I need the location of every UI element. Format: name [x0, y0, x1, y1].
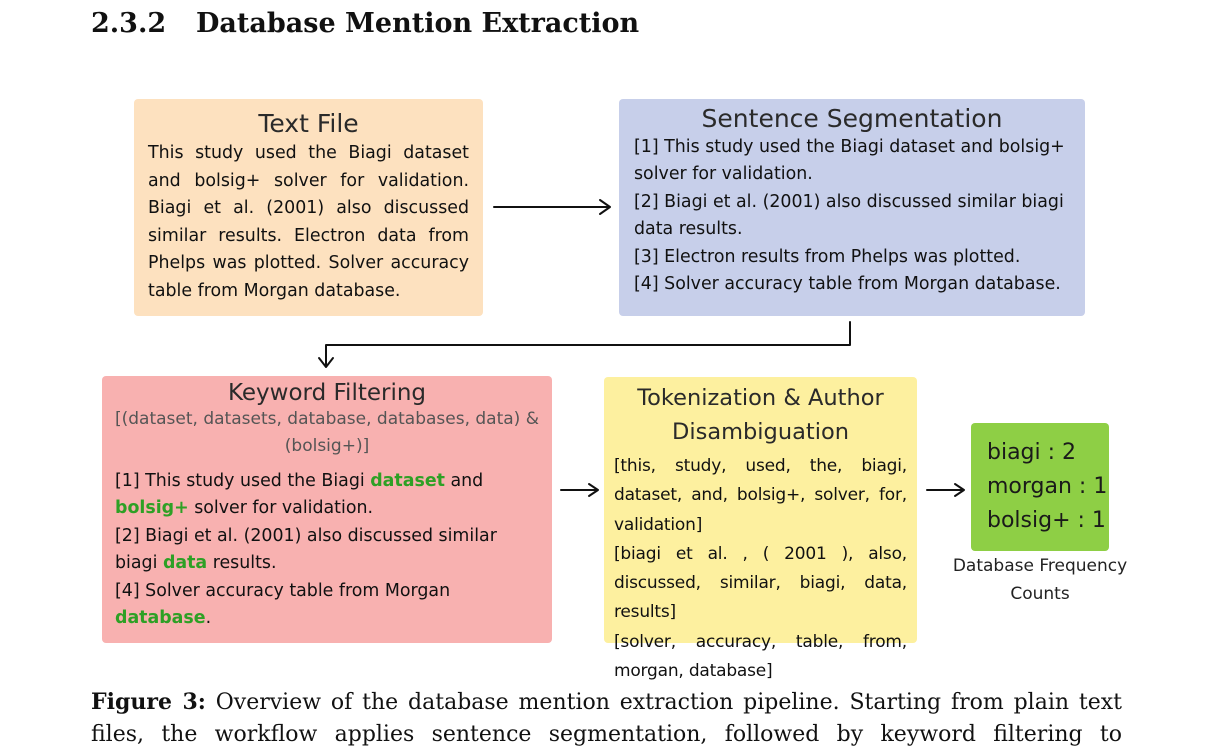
filtered-sentence: [4] Solver accuracy table from Morgan da…	[115, 580, 451, 629]
text-file-body: This study used the Biagi dataset and bo…	[148, 143, 469, 301]
count-biagi: biagi : 2	[987, 440, 1077, 465]
arrow-keyword-to-tokenization-icon	[560, 483, 599, 497]
arrow-textfile-to-segmentation-icon	[493, 199, 611, 215]
figure-caption: Figure 3: Overview of the database menti…	[91, 686, 1122, 751]
section-heading: 2.3.2 Database Mention Extraction	[91, 8, 639, 39]
segmented-sentence: [4] Solver accuracy table from Morgan da…	[634, 274, 1061, 295]
figure-caption-text: Overview of the database mention extract…	[91, 690, 1122, 747]
keyword-highlight: database	[115, 608, 206, 629]
token-list: [this, study, used, the, biagi, dataset,…	[614, 456, 907, 535]
section-title: Database Mention Extraction	[196, 8, 640, 39]
text-file-box: Text File This study used the Biagi data…	[134, 99, 483, 316]
arrow-tokenization-to-counts-icon	[926, 483, 965, 497]
segmented-sentence: [3] Electron results from Phelps was plo…	[634, 246, 1021, 267]
segmentation-title: Sentence Segmentation	[701, 104, 1003, 133]
text-file-title: Text File	[258, 109, 359, 138]
keyword-highlight: dataset	[370, 471, 445, 491]
token-list: [biagi et al. , ( 2001 ), also, discusse…	[614, 543, 907, 623]
segmented-sentence: [1] This study used the Biagi dataset an…	[634, 137, 1065, 185]
figure-label: Figure 3:	[91, 689, 206, 715]
filtered-sentence: [1] This study used the Biagi dataset an…	[115, 471, 484, 519]
arrow-segmentation-to-keyword-icon	[318, 321, 851, 368]
segmented-sentence: [2] Biagi et al. (2001) also discussed s…	[634, 191, 1064, 240]
filtered-sentence: [2] Biagi et al. (2001) also discussed s…	[115, 525, 497, 574]
tokenization-title: Tokenization & Author Disambiguation	[637, 385, 884, 445]
keyword-highlight: bolsig+	[115, 498, 189, 519]
token-list: [solver, accuracy, table, from, morgan, …	[614, 631, 907, 682]
keyword-list: [(dataset, datasets, database, databases…	[115, 409, 539, 456]
sentence-segmentation-box: Sentence Segmentation [1] This study use…	[619, 99, 1085, 316]
counts-caption: Database Frequency Counts	[952, 556, 1128, 604]
section-number: 2.3.2	[91, 8, 167, 39]
frequency-counts-box: biagi : 2 morgan : 1 bolsig+ : 1	[971, 423, 1109, 551]
keyword-highlight: data	[162, 553, 208, 574]
tokenization-box: Tokenization & Author Disambiguation [th…	[604, 377, 917, 681]
count-bolsig: bolsig+ : 1	[987, 508, 1106, 533]
keyword-filtering-box: Keyword Filtering [(dataset, datasets, d…	[102, 376, 552, 643]
keyword-filtering-title: Keyword Filtering	[227, 380, 427, 406]
count-morgan: morgan : 1	[987, 474, 1108, 499]
